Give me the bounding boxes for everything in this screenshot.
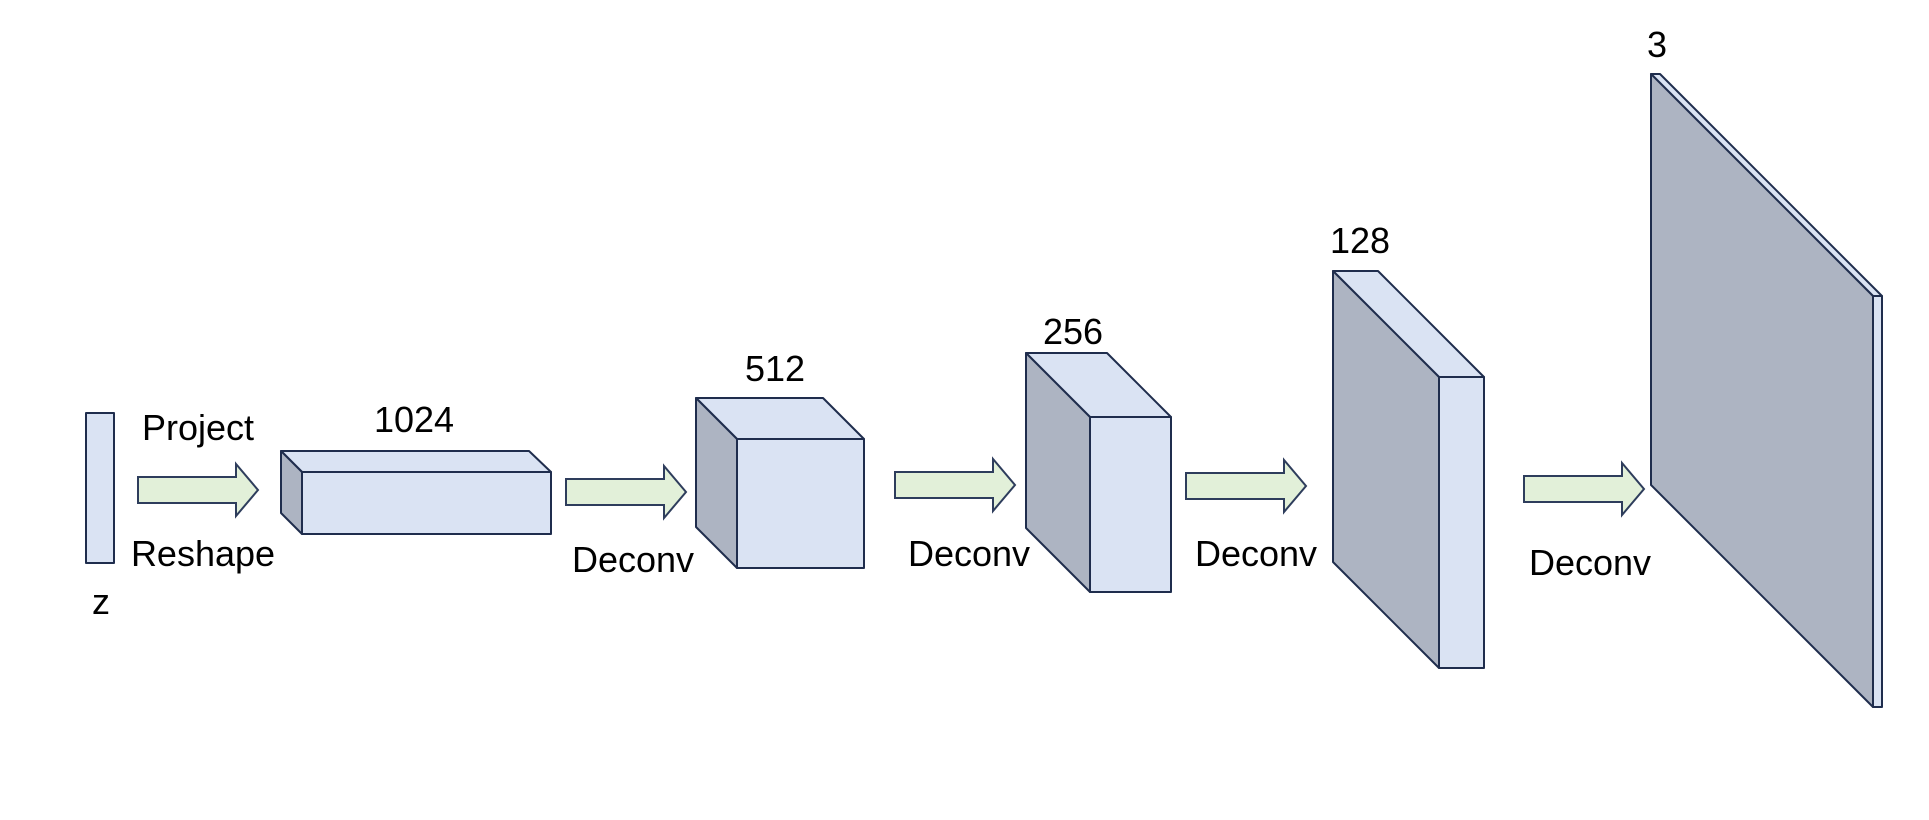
deconv-arrow-4 bbox=[1523, 460, 1646, 518]
reshape-label: Reshape bbox=[131, 533, 275, 574]
deconv-label-1: Deconv bbox=[572, 539, 694, 580]
block-512 bbox=[695, 397, 865, 569]
channels-256-label: 256 bbox=[1043, 311, 1103, 352]
block-256-front bbox=[1089, 416, 1172, 593]
deconv-label-3: Deconv bbox=[1195, 533, 1317, 574]
project-label: Project bbox=[142, 407, 254, 448]
channels-128-label: 128 bbox=[1330, 220, 1390, 261]
block-512-front bbox=[736, 438, 865, 569]
deconv-arrow-2 bbox=[894, 456, 1017, 514]
block-3-front bbox=[1872, 295, 1883, 708]
block-128-front bbox=[1438, 376, 1485, 669]
channels-1024-label: 1024 bbox=[374, 399, 454, 440]
block-256 bbox=[1025, 352, 1172, 593]
block-3-side bbox=[1650, 73, 1874, 708]
deconv-arrow-3 bbox=[1185, 457, 1308, 515]
project-reshape-arrow bbox=[137, 461, 260, 519]
z-label: z bbox=[92, 581, 110, 622]
channels-3-label: 3 bbox=[1647, 24, 1667, 65]
block-3 bbox=[1650, 73, 1883, 708]
z-vector-block bbox=[85, 412, 115, 564]
block-128 bbox=[1332, 270, 1485, 669]
deconv-label-4: Deconv bbox=[1529, 542, 1651, 583]
block-1024-front bbox=[301, 471, 552, 535]
block-1024 bbox=[280, 450, 552, 535]
deconv-label-2: Deconv bbox=[908, 533, 1030, 574]
deconv-arrow-1 bbox=[565, 463, 688, 521]
block-1024-top bbox=[280, 450, 552, 473]
channels-512-label: 512 bbox=[745, 348, 805, 389]
